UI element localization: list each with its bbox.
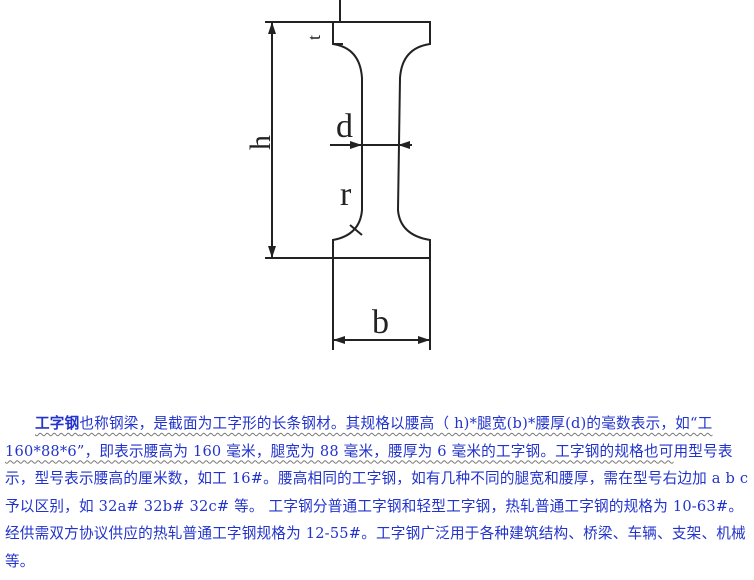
paragraph-text-2: 用型号表示，型号表示腰高的厘米数，如工 16#。腰高相同的工字钢，如有几种不同的… <box>5 442 749 570</box>
r-label: r <box>340 176 352 213</box>
b-label: b <box>372 304 389 341</box>
i-beam-cross-section-diagram: h d r b t <box>244 0 431 350</box>
t-label: t <box>304 35 324 40</box>
h-label: h <box>244 135 277 150</box>
paragraph-text-1: 也称钢梁，是截面为工字形的长条钢材。其规格以腰高（ h)*腿宽(b)*腰厚(d)… <box>5 415 713 460</box>
description-paragraph: 工字钢也称钢梁，是截面为工字形的长条钢材。其规格以腰高（ h)*腿宽(b)*腰厚… <box>5 410 750 576</box>
d-label: d <box>336 108 353 145</box>
term-link[interactable]: 工字钢 <box>35 415 80 432</box>
